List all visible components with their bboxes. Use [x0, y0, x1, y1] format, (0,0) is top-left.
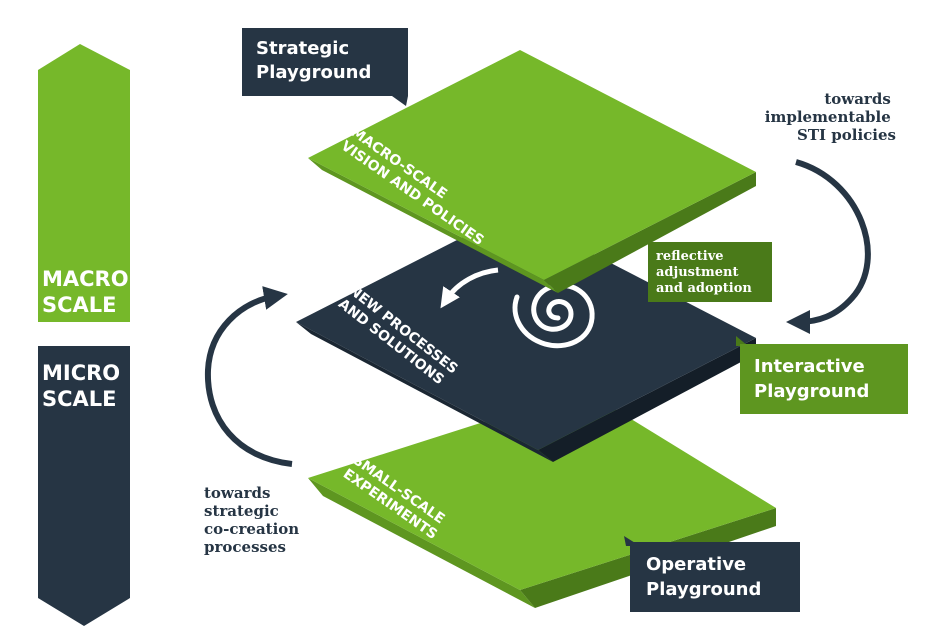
spiral-icon — [512, 282, 595, 349]
right-curved-arrow — [786, 159, 871, 334]
towards-sti-annotation: towards implementable STI policies — [765, 90, 896, 144]
left-curved-arrow — [204, 286, 293, 467]
reflective-callout — [648, 242, 772, 302]
operative-playground-callout — [624, 536, 800, 612]
descending-arrow-icon — [440, 267, 499, 309]
strategic-playground-label: Strategic Playground — [256, 38, 371, 83]
macro-scale-bar — [38, 44, 130, 322]
interactive-playground-callout — [736, 336, 908, 414]
interactive-playground-label: Interactive Playground — [754, 356, 871, 402]
reflective-label: reflective adjustment and adoption — [656, 249, 752, 296]
micro-scale-bar — [38, 346, 130, 626]
operative-playground-label: Operative Playground — [646, 554, 761, 600]
towards-strategic-annotation: towards strategic co-creation processes — [204, 484, 304, 556]
macro-scale-label: MACRO SCALE — [42, 267, 136, 317]
top-layer — [308, 50, 756, 293]
micro-scale-label: MICRO SCALE — [42, 361, 127, 411]
strategic-playground-callout — [242, 28, 408, 106]
